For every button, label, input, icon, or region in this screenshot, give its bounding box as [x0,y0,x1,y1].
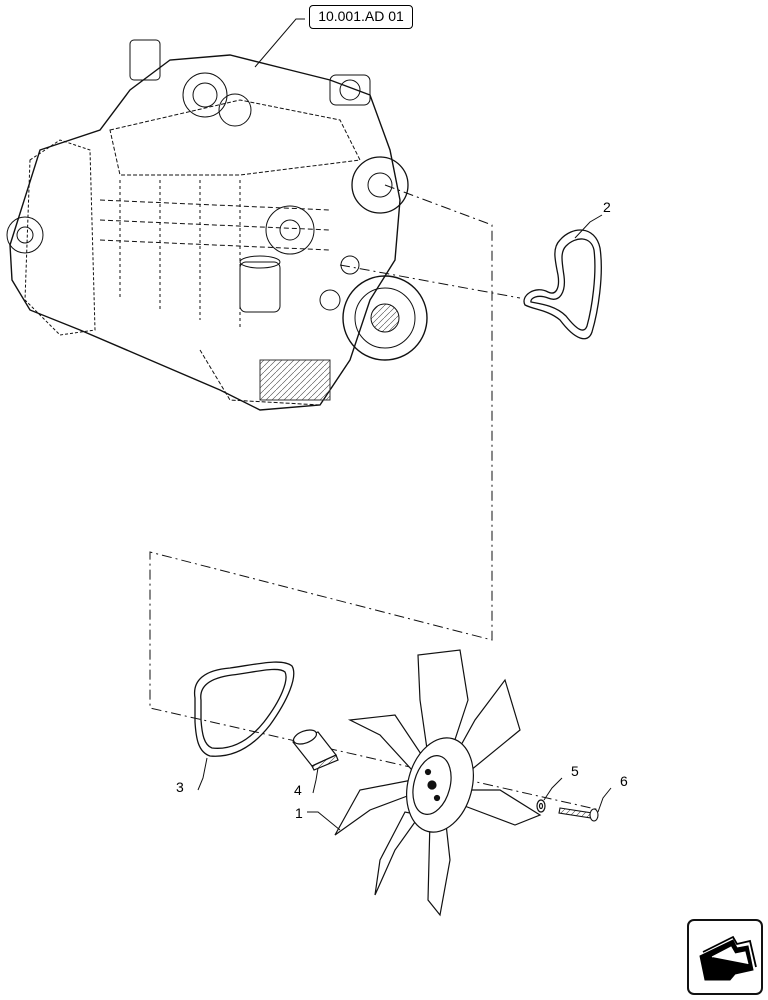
belt-item-3 [193,661,295,757]
callout-4: 4 [294,782,302,798]
spacer-item-4 [292,729,339,771]
callout-1: 1 [295,805,303,821]
reference-label[interactable]: 10.001.AD 01 [309,5,413,29]
washer-item-5 [536,799,546,813]
engine-assembly [6,39,428,411]
next-page-arrow-icon[interactable] [687,919,763,995]
callout-leaders [197,18,612,831]
bolt-item-6 [558,807,599,822]
callout-5: 5 [571,763,579,779]
callout-6: 6 [620,773,628,789]
belt-item-2 [523,229,602,340]
callout-3: 3 [176,779,184,795]
callout-2: 2 [603,199,611,215]
fan-item-1 [334,649,542,917]
leader-lines [149,184,601,811]
